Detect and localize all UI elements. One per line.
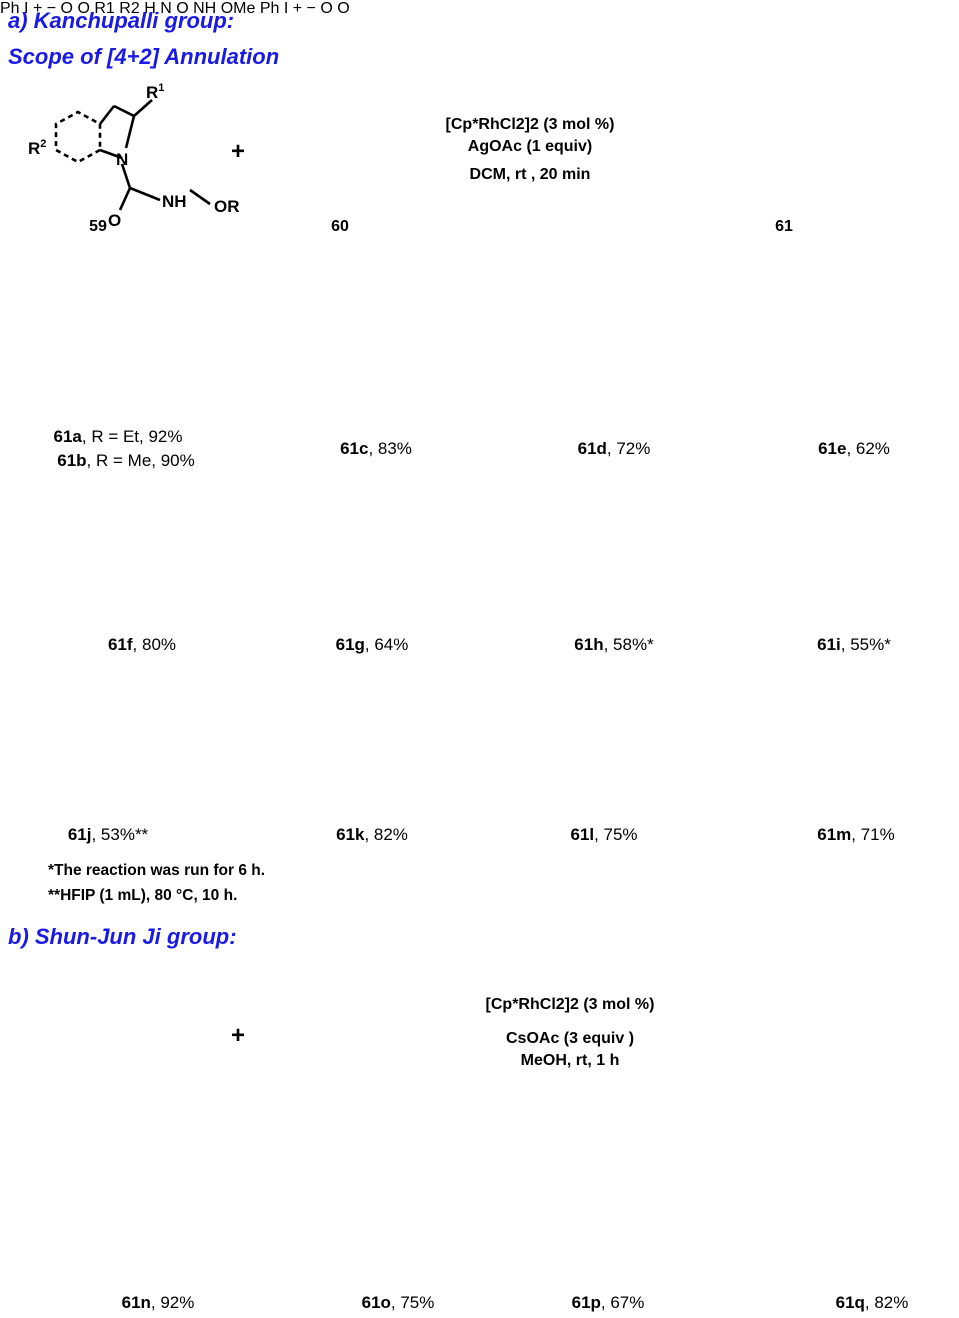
plus-sign-b: + (230, 1022, 246, 1049)
divider-solid: R1 R2 H N O NH OMe Ph I + − O O + 59 60 … (48, 0, 908, 1312)
caption-61g: 61g, 64% (335, 635, 409, 654)
caption-61k: 61k, 82% (336, 825, 408, 844)
product-61h-structure: R1 R2 H N O NH OMe Ph I + − O O + 59 60 … (48, 0, 908, 1312)
product-61e-structure: R1 R2 H N O NH OMe Ph I + − O O + 59 60 … (48, 0, 908, 1312)
compound-label-59: 59 (89, 218, 107, 235)
svg-text:R1: R1 (146, 82, 164, 102)
product-61k-structure: R1 R2 H N O NH OMe Ph I + − O O + 59 60 … (48, 0, 908, 1312)
product-61j-structure: R1 R2 H N O NH OMe Ph I + − O O + 59 60 … (48, 0, 908, 1312)
caption-61o: 61o, 75% (361, 1293, 435, 1312)
divider-dashed-a: R1 R2 H N O NH OMe Ph I + − O O + 59 60 … (48, 0, 908, 1312)
section-a-subtitle: Scope of [4+2] Annulation (8, 44, 280, 69)
caption-61j: 61j, 53%** (67, 825, 149, 844)
product-61g-structure: R1 R2 H N O NH OMe Ph I + − O O + 59 60 … (48, 0, 908, 1312)
product-61d-structure: R1 R2 H N O NH OMe Ph I + − O O + 59 60 … (48, 0, 908, 1312)
reactant-indole-b: R1 R2 H N O NH OMe (94, 0, 256, 17)
caption-61e: 61e, 62% (818, 439, 890, 458)
product-61l-structure: R1 R2 H N O NH OMe Ph I + − O O + 59 60 … (48, 0, 908, 1312)
section-b-title: b) Shun-Jun Ji group: (8, 924, 237, 949)
footnotes: *The reaction was run for 6 h. **HFIP (1… (48, 858, 265, 908)
caption-61i: 61i, 55%* (817, 635, 891, 654)
footnote-1: *The reaction was run for 6 h. (48, 862, 266, 879)
compound-label-60: 60 (331, 218, 349, 235)
svg-text:OR: OR (214, 197, 240, 216)
reactant-60: Ph I + − O O (0, 0, 90, 17)
catalyst-text-a: [Cp*RhCl2]2 (3 mol %) (445, 116, 615, 133)
caption-61c: 61c, 83% (340, 439, 412, 458)
additive-text-a: AgOAc (1 equiv) (467, 138, 593, 155)
product-61f-structure: R1 R2 H N O NH OMe Ph I + − O O + 59 60 … (48, 0, 908, 1312)
caption-61a: 61a, R = Et, 92% (53, 427, 183, 446)
caption-61n: 61n, 92% (121, 1293, 195, 1312)
reactant-59: R2 R1 N O NH OR (28, 82, 240, 230)
svg-text:NH: NH (162, 192, 187, 211)
product-61m-structure: R1 R2 H N O NH OMe Ph I + − O O + 59 60 … (48, 0, 908, 1312)
product-61a-structure: R1 R2 H N O NH OMe Ph I + − O O + 59 60 … (48, 0, 908, 1312)
caption-61q: 61q, 82% (835, 1293, 909, 1312)
reactant-iodonium-b: Ph I + − O O (259, 0, 350, 17)
svg-text:N: N (116, 150, 128, 169)
plus-sign-a: + (230, 138, 246, 165)
caption-61h: 61h, 58%* (574, 635, 654, 654)
catalyst-text-b: [Cp*RhCl2]2 (3 mol %) (485, 996, 655, 1013)
caption-61l: 61l, 75% (570, 825, 638, 844)
additive-text-b: CsOAc (3 equiv ) (505, 1030, 635, 1047)
product-61c-structure: R1 R2 H N O NH OMe Ph I + − O O + 59 60 … (48, 0, 908, 1312)
compound-label-61: 61 (775, 218, 793, 235)
section-a-title: a) Kanchupalli group: (8, 8, 235, 33)
conditions-text-b: MeOH, rt, 1 h (520, 1052, 620, 1069)
caption-61d: 61d, 72% (577, 439, 651, 458)
product-61i-structure: R1 R2 H N O NH OMe Ph I + − O O + 59 60 … (48, 0, 908, 1312)
caption-61p: 61p, 67% (571, 1293, 645, 1312)
footnote-2: **HFIP (1 mL), 80 °C, 10 h. (48, 887, 238, 904)
svg-text:R2: R2 (28, 138, 46, 158)
caption-61f: 61f, 80% (107, 635, 177, 654)
caption-61b: 61b, R = Me, 90% (57, 451, 195, 470)
reaction-arrow-a: R1 R2 H N O NH OMe Ph I + − O O + 59 60 … (48, 0, 908, 1312)
caption-61m: 61m, 71% (817, 825, 895, 844)
conditions-text-a: DCM, rt , 20 min (469, 166, 591, 183)
product-61-structure: R1 R2 H N O NH OMe Ph I + − O O + 59 60 … (48, 0, 908, 1312)
svg-text:O: O (108, 211, 121, 230)
